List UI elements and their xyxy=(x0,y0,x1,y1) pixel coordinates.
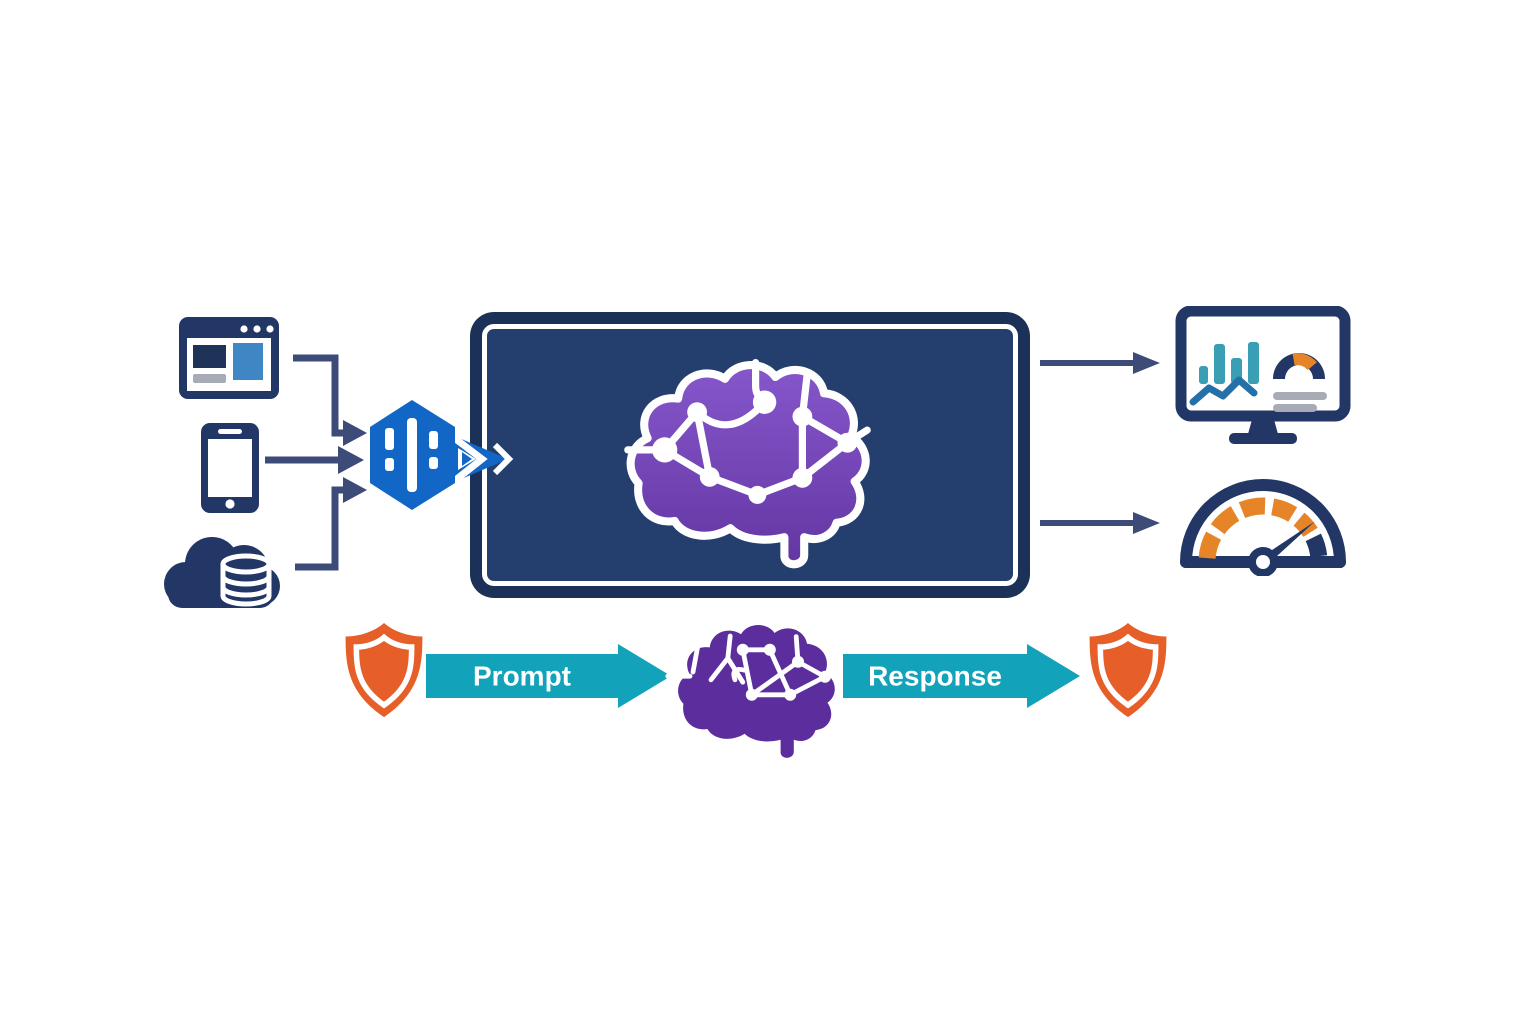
smartphone-icon xyxy=(201,423,259,513)
shield-icon xyxy=(345,623,423,718)
input-arrow-browser xyxy=(293,354,345,437)
dashboard-monitor-icon xyxy=(1175,306,1351,444)
arrowhead xyxy=(1133,512,1160,534)
arrowhead xyxy=(1133,352,1160,374)
small-brain-icon xyxy=(665,625,835,758)
output-connector-arrows xyxy=(1040,352,1160,534)
input-connector-arrows xyxy=(265,354,367,571)
input-arrow-cloud xyxy=(295,486,345,571)
browser-window-icon xyxy=(179,317,279,399)
arrowhead xyxy=(343,477,367,503)
brain-network-icon xyxy=(624,359,871,569)
cloud-database-icon xyxy=(164,537,280,608)
arrowhead xyxy=(343,420,367,446)
prompt-label: Prompt xyxy=(473,661,571,692)
shield-icon xyxy=(1089,623,1167,718)
gauge-icon xyxy=(1180,479,1346,576)
response-arrow: Response xyxy=(843,644,1080,708)
prompt-arrow: Prompt xyxy=(426,644,671,708)
response-label: Response xyxy=(868,661,1002,692)
hexagon-pipeline-icon xyxy=(370,400,514,510)
arrowhead xyxy=(338,446,364,474)
